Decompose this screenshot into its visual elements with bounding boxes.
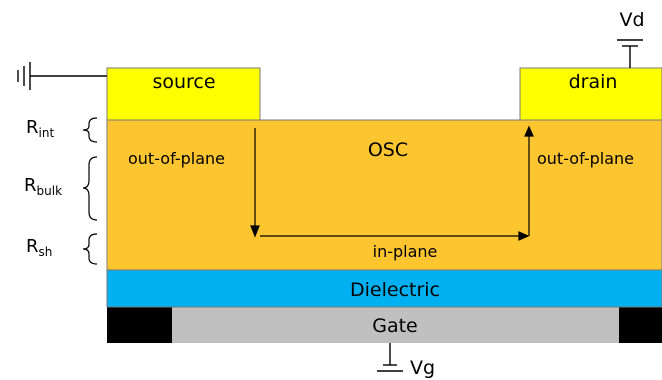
brace-int-icon — [82, 117, 98, 143]
gate-layer — [172, 307, 619, 343]
resistance-int-label: Rint — [26, 117, 54, 140]
gate-left-edge — [107, 307, 172, 343]
arrowhead-right-icon — [518, 231, 530, 241]
brace-icons — [82, 117, 98, 265]
arrowhead-up-icon — [524, 125, 534, 137]
drain-label: drain — [569, 71, 618, 93]
drain-electrode — [519, 67, 662, 121]
gate-terminal-icon — [377, 343, 403, 372]
brace-bulk-icon — [82, 156, 98, 221]
resistance-bulk-label: Rbulk — [24, 175, 62, 198]
ground-icon — [17, 62, 107, 90]
arrowhead-down-icon — [250, 225, 260, 238]
path-label-left: out-of-plane — [128, 149, 225, 168]
gate-right-edge — [619, 307, 662, 343]
dielectric-label: Dielectric — [350, 279, 440, 301]
source-electrode — [106, 67, 261, 121]
brace-sh-icon — [82, 233, 98, 265]
source-label: source — [152, 71, 215, 93]
resistance-sh-label: Rsh — [26, 236, 52, 259]
gate-label: Gate — [372, 315, 418, 337]
gate-voltage-label: Vg — [410, 357, 435, 379]
dielectric-layer — [106, 269, 662, 308]
current-path — [250, 125, 534, 241]
osc-layer — [106, 119, 662, 271]
drain-terminal-icon — [617, 39, 643, 68]
path-label-right: out-of-plane — [537, 149, 634, 168]
drain-voltage-label: Vd — [619, 9, 644, 31]
path-label-bottom: in-plane — [373, 242, 438, 261]
osc-label: OSC — [368, 139, 408, 161]
